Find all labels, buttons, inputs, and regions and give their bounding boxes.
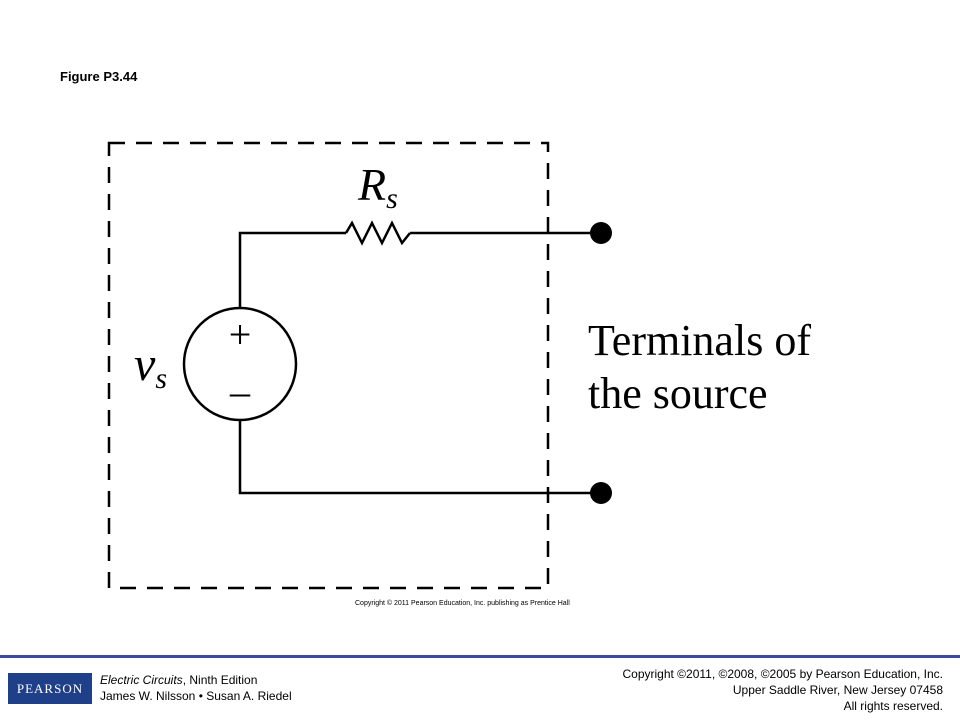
publisher-rights: All rights reserved. — [843, 699, 943, 713]
top-wire-left — [238, 231, 346, 308]
source-boundary-box — [107, 141, 550, 590]
terminals-label-line-1: Terminals of — [588, 316, 811, 365]
voltage-source-circle — [182, 306, 298, 422]
source-label: vs — [134, 338, 167, 395]
source-subscript: s — [155, 362, 167, 395]
figure-copyright: Copyright © 2011 Pearson Education, Inc.… — [355, 600, 570, 607]
publisher-address: Upper Saddle River, New Jersey 07458 — [732, 683, 943, 697]
book-edition: , Ninth Edition — [182, 673, 258, 687]
terminal-top — [590, 222, 612, 244]
book-title: Electric Circuits — [100, 673, 183, 687]
terminal-bottom — [590, 482, 612, 504]
publisher-copyright: Copyright ©2011, ©2008, ©2005 by Pearson… — [622, 667, 943, 681]
resistor-zigzag — [344, 220, 411, 246]
footer-divider — [0, 655, 960, 658]
source-symbol: v — [134, 338, 156, 391]
resistor-symbol: R — [357, 159, 386, 210]
resistor-subscript: s — [386, 182, 398, 215]
source-minus-sign: – — [229, 369, 251, 414]
pearson-logo-text: PEARSON — [16, 680, 84, 696]
figure-title: Figure P3.44 — [60, 69, 138, 84]
resistor-label: Rs — [357, 159, 398, 215]
book-info: Electric Circuits, Ninth Edition James W… — [100, 672, 292, 704]
source-plus-sign: + — [229, 312, 252, 357]
terminals-label-line-2: the source — [588, 369, 768, 418]
pearson-logo: PEARSON — [8, 673, 92, 704]
bottom-wire — [238, 420, 600, 495]
publisher-info: Copyright ©2011, ©2008, ©2005 by Pearson… — [622, 666, 943, 714]
book-authors: James W. Nilsson • Susan A. Riedel — [100, 689, 292, 703]
